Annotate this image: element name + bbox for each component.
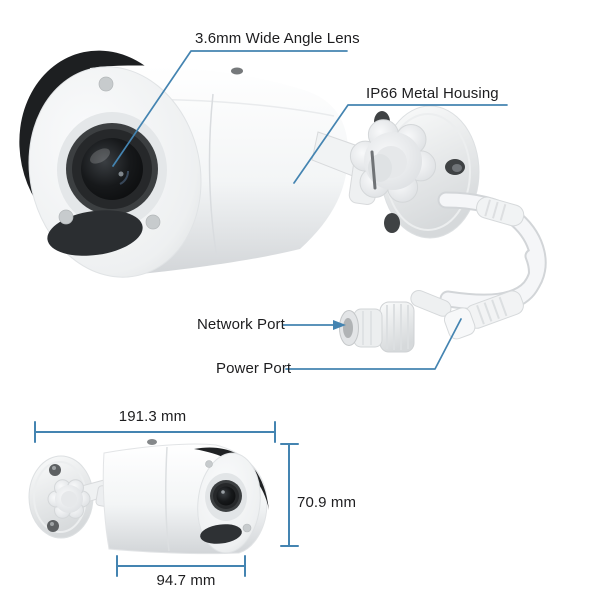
top-camera [19, 50, 348, 278]
top-nub [231, 67, 243, 75]
network-port-annotation: Network Port [197, 316, 285, 333]
side-base-holes [47, 464, 61, 532]
adjustment-knob [349, 119, 437, 203]
dimension-front [116, 555, 246, 577]
network-connector [339, 290, 452, 353]
face-screws [58, 76, 161, 230]
dimension-height [280, 443, 299, 547]
length-dimension-label: 191.3 mm [118, 408, 187, 425]
leader-line-lens [112, 50, 348, 167]
housing-annotation: IP66 Metal Housing [366, 85, 499, 102]
bottom-camera [28, 439, 269, 555]
front-dimension-label: 94.7 mm [156, 572, 216, 589]
camera-lens [66, 123, 158, 215]
power-port-annotation: Power Port [216, 360, 292, 377]
leader-line-housing [293, 104, 508, 184]
mounting-bracket [311, 105, 547, 353]
side-camera-lens [210, 480, 242, 512]
leader-line-power [285, 318, 462, 370]
body-seam [208, 93, 218, 258]
height-dimension-label: 70.9 mm [297, 494, 357, 511]
side-face-screws [205, 460, 252, 533]
dimension-length [34, 421, 276, 443]
side-body-seam [164, 446, 170, 552]
lens-annotation: 3.6mm Wide Angle Lens [195, 30, 360, 47]
arrow-right-icon [333, 320, 346, 330]
side-ir-window [200, 524, 242, 544]
leader-line-network [282, 320, 346, 330]
side-top-nub [147, 439, 157, 445]
side-adjustment-knob [47, 479, 91, 519]
cable-joint-sleeve [476, 196, 525, 227]
